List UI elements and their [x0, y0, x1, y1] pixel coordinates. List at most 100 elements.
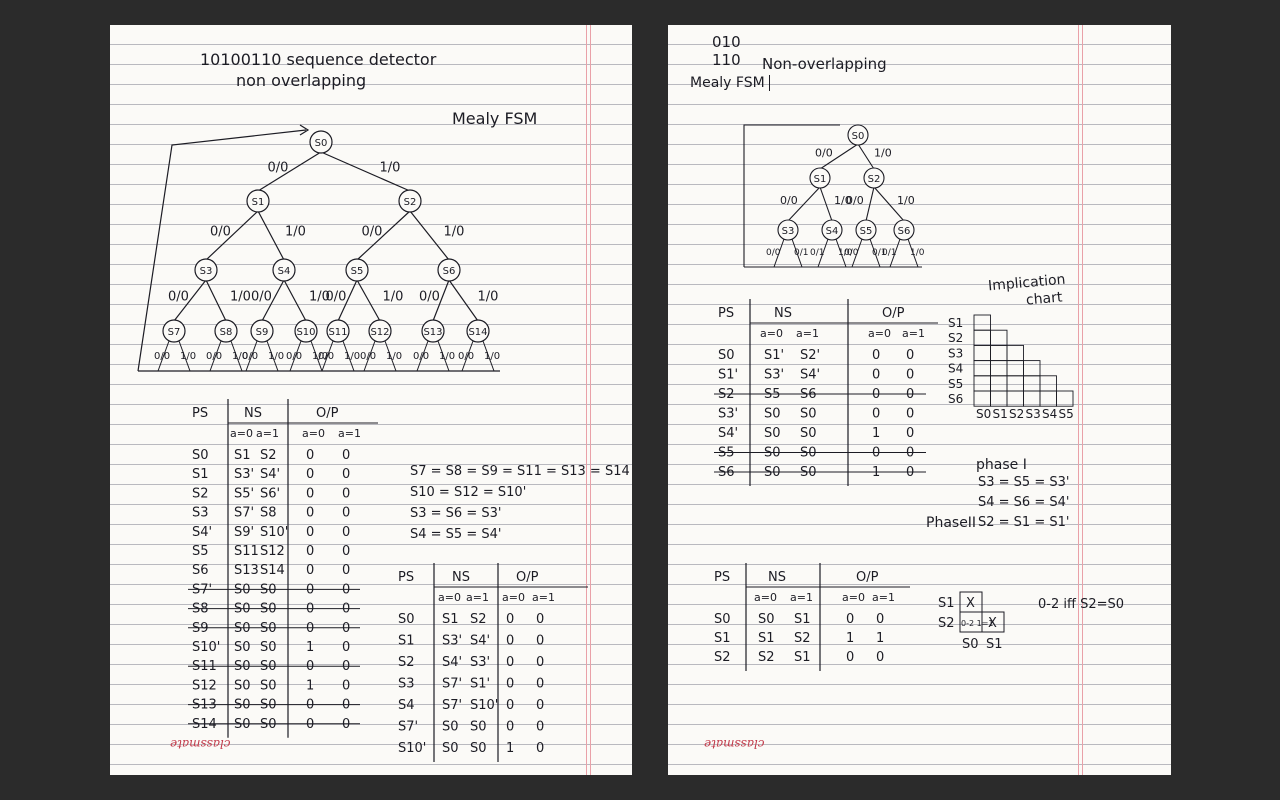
implication-col-label: S0 — [976, 407, 991, 421]
equivalence-line: S7 = S8 = S9 = S11 = S13 = S14 = S7' — [410, 464, 632, 479]
small-chart-note: 0-2 iff S2=S0 — [1038, 597, 1125, 612]
table-subheader: a=1 — [902, 327, 925, 340]
state-node — [250, 319, 274, 343]
table-cell: 0 — [536, 655, 544, 670]
leaf-edge — [321, 340, 334, 372]
tree-edge — [787, 186, 821, 222]
implication-col-label: S5 — [1059, 407, 1074, 421]
table-cell: 0 — [506, 720, 514, 735]
reset-arrow — [137, 129, 307, 372]
tree-edge — [819, 143, 859, 170]
edge-label: 0/0 — [206, 351, 222, 362]
edge-label: 0/1 — [872, 248, 886, 258]
table-subheader: a=1 — [796, 327, 819, 340]
state-label: S4 — [826, 226, 839, 237]
edge-label: 0/0 — [210, 225, 231, 240]
state-label: S14 — [468, 327, 487, 338]
table-subheader: a=0 — [502, 591, 525, 604]
implication-cell — [973, 375, 991, 392]
leaf-edge — [869, 238, 881, 268]
table-cell: 0 — [536, 677, 544, 692]
table-subheader: a=1 — [466, 591, 489, 604]
state-label: S6 — [443, 266, 456, 277]
reset-arrow — [743, 124, 840, 267]
table-cell: 0 — [536, 612, 544, 627]
table-cell: S0 — [442, 720, 459, 735]
equivalence-line: S3 = S6 = S3' — [410, 506, 501, 521]
table-cell: S3' — [718, 407, 738, 422]
implication-col-label: S1 — [993, 407, 1008, 421]
edge-label: 1/0 — [484, 351, 500, 362]
table-cell: S4' — [260, 467, 280, 482]
implication-cell — [973, 344, 991, 362]
table-cell: S0 — [800, 407, 817, 422]
table-cell: S3' — [764, 368, 784, 383]
table-subheader: a=0 — [302, 427, 325, 440]
phase1-label: phase I — [976, 457, 1027, 473]
tree-edge — [337, 279, 358, 322]
table-header: O/P — [516, 570, 539, 585]
edge-label: 0/0 — [766, 248, 781, 258]
tree-edge — [356, 210, 411, 261]
table-cell: S6' — [260, 486, 280, 501]
table-cell: 1 — [846, 631, 854, 646]
table-header: PS — [398, 570, 414, 585]
implication-row-label: S5 — [948, 377, 963, 391]
table-cell: S1 — [794, 650, 811, 665]
implication-cell — [990, 329, 1008, 346]
table-cell: S1 — [758, 631, 775, 646]
state-label: S10 — [296, 327, 315, 338]
edge-label: 1/0 — [910, 248, 925, 258]
edge-label: 1/0 — [180, 351, 196, 362]
implication-cell — [973, 329, 991, 346]
edge-label: 0/1 — [794, 248, 808, 258]
small-chart-row-label: S1 — [938, 596, 955, 611]
table-cell: S0 — [398, 612, 415, 627]
state-node — [398, 189, 422, 213]
implication-cell — [1006, 375, 1024, 392]
table-cell: S13 — [234, 563, 259, 578]
table-header: NS — [774, 306, 792, 321]
edge-label: 0/0 — [458, 351, 474, 362]
non-overlapping-label: Non-overlapping — [762, 55, 887, 73]
tree-edge — [257, 151, 322, 192]
table-cell: S2 — [714, 650, 731, 665]
table-cell: S0 — [234, 678, 251, 693]
state-node — [821, 219, 843, 241]
table-cell: 0 — [306, 448, 314, 463]
implication-cell — [973, 360, 991, 377]
margin-line — [1078, 25, 1079, 775]
state-label: S1 — [252, 197, 265, 208]
table-cell: 0 — [342, 678, 350, 693]
tree-edge — [320, 151, 411, 192]
table-cell: 1 — [306, 640, 314, 655]
table-subheader: a=1 — [790, 591, 813, 604]
edge-label: 1/0 — [439, 351, 455, 362]
state-label: S5 — [351, 266, 364, 277]
implication-cell — [990, 375, 1008, 392]
edge-label: 0/0 — [326, 290, 347, 305]
state-node — [368, 319, 392, 343]
implication-col-label: S4 — [1042, 407, 1057, 421]
edge-label: 0/0 — [318, 351, 334, 362]
ruled-lines — [110, 25, 632, 775]
tree-edge — [283, 279, 307, 322]
implication-cell — [1039, 390, 1057, 407]
tree-edge — [857, 143, 875, 170]
edge-label: 1/0 — [874, 147, 892, 160]
edge-label: 0/1 — [810, 248, 824, 258]
table-cell: S0 — [470, 741, 487, 756]
edge-label: 0/0 — [286, 351, 302, 362]
edge-label: 0/0 — [362, 225, 383, 240]
state-label: S2 — [404, 197, 417, 208]
table-cell: 0 — [342, 563, 350, 578]
table-subheader: a=0 — [438, 591, 461, 604]
edge-label: 1/0 — [444, 225, 465, 240]
small-chart-col-label: S0 — [962, 637, 979, 652]
state-node — [162, 319, 186, 343]
table-cell: 0 — [536, 634, 544, 649]
state-label: S8 — [220, 327, 233, 338]
